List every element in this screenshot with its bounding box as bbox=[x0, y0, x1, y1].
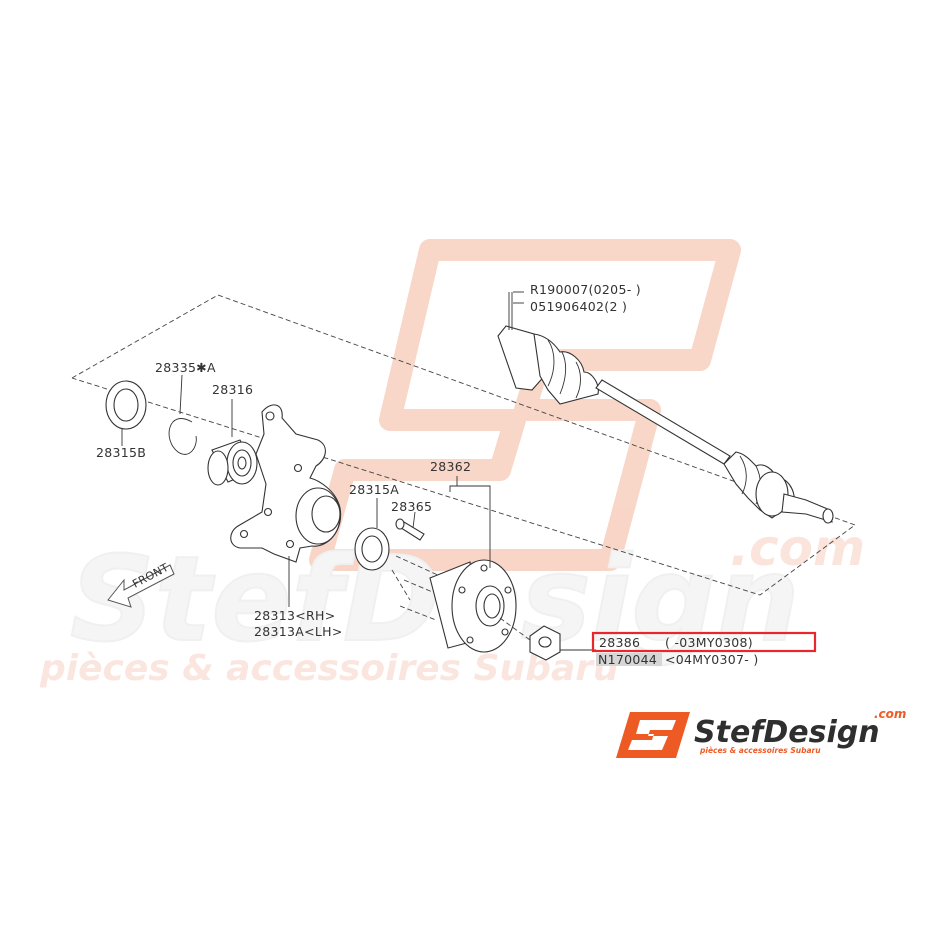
label-28362: 28362 bbox=[430, 459, 471, 474]
label-28365: 28365 bbox=[391, 499, 432, 514]
logo-s-mark bbox=[628, 720, 676, 750]
logo-tagline: pièces & accessoires Subaru bbox=[699, 746, 821, 755]
label-28313-rh: 28313<RH> bbox=[254, 608, 336, 623]
label-r190007: R190007(0205- ) bbox=[530, 282, 641, 297]
part-drive-shaft bbox=[497, 291, 834, 524]
label-28315b: 28315B bbox=[96, 445, 146, 460]
part-seal-28315a bbox=[354, 498, 390, 571]
watermark-domain: .com bbox=[730, 519, 865, 577]
label-n170044-code: N170044 bbox=[598, 652, 657, 667]
label-28386-code: 28386 bbox=[599, 635, 640, 650]
part-seal-28315b bbox=[105, 380, 147, 446]
assembly-boundary bbox=[71, 294, 856, 596]
label-28313-lh: 28313A<LH> bbox=[254, 624, 343, 639]
front-arrow-icon bbox=[107, 564, 175, 608]
part-snap-ring-28335 bbox=[168, 374, 197, 455]
label-28335: 28335✱A bbox=[155, 360, 216, 375]
n170044-shade bbox=[596, 653, 662, 666]
label-28316: 28316 bbox=[212, 382, 253, 397]
stefdesign-logo: StefDesign .com pièces & accessoires Sub… bbox=[616, 707, 906, 758]
highlight-box-28386 bbox=[591, 631, 817, 653]
label-n170044-range: <04MY0307- ) bbox=[665, 652, 759, 667]
part-axle-nut-28386 bbox=[499, 617, 596, 661]
watermark-tagline: pièces & accessoires Subaru bbox=[39, 648, 619, 689]
part-hub-28362 bbox=[391, 476, 517, 653]
part-knuckle-28313 bbox=[230, 404, 342, 607]
label-051906402: 051906402(2 ) bbox=[530, 299, 627, 314]
watermark-logo-shape bbox=[309, 239, 741, 571]
label-28315a: 28315A bbox=[349, 482, 399, 497]
part-bearing-28316 bbox=[207, 399, 258, 486]
part-hub-bolt-28365 bbox=[395, 511, 425, 541]
logo-domain: .com bbox=[874, 707, 906, 721]
label-28386-range: ( -03MY0308) bbox=[665, 635, 753, 650]
logo-brand: StefDesign bbox=[694, 715, 880, 750]
